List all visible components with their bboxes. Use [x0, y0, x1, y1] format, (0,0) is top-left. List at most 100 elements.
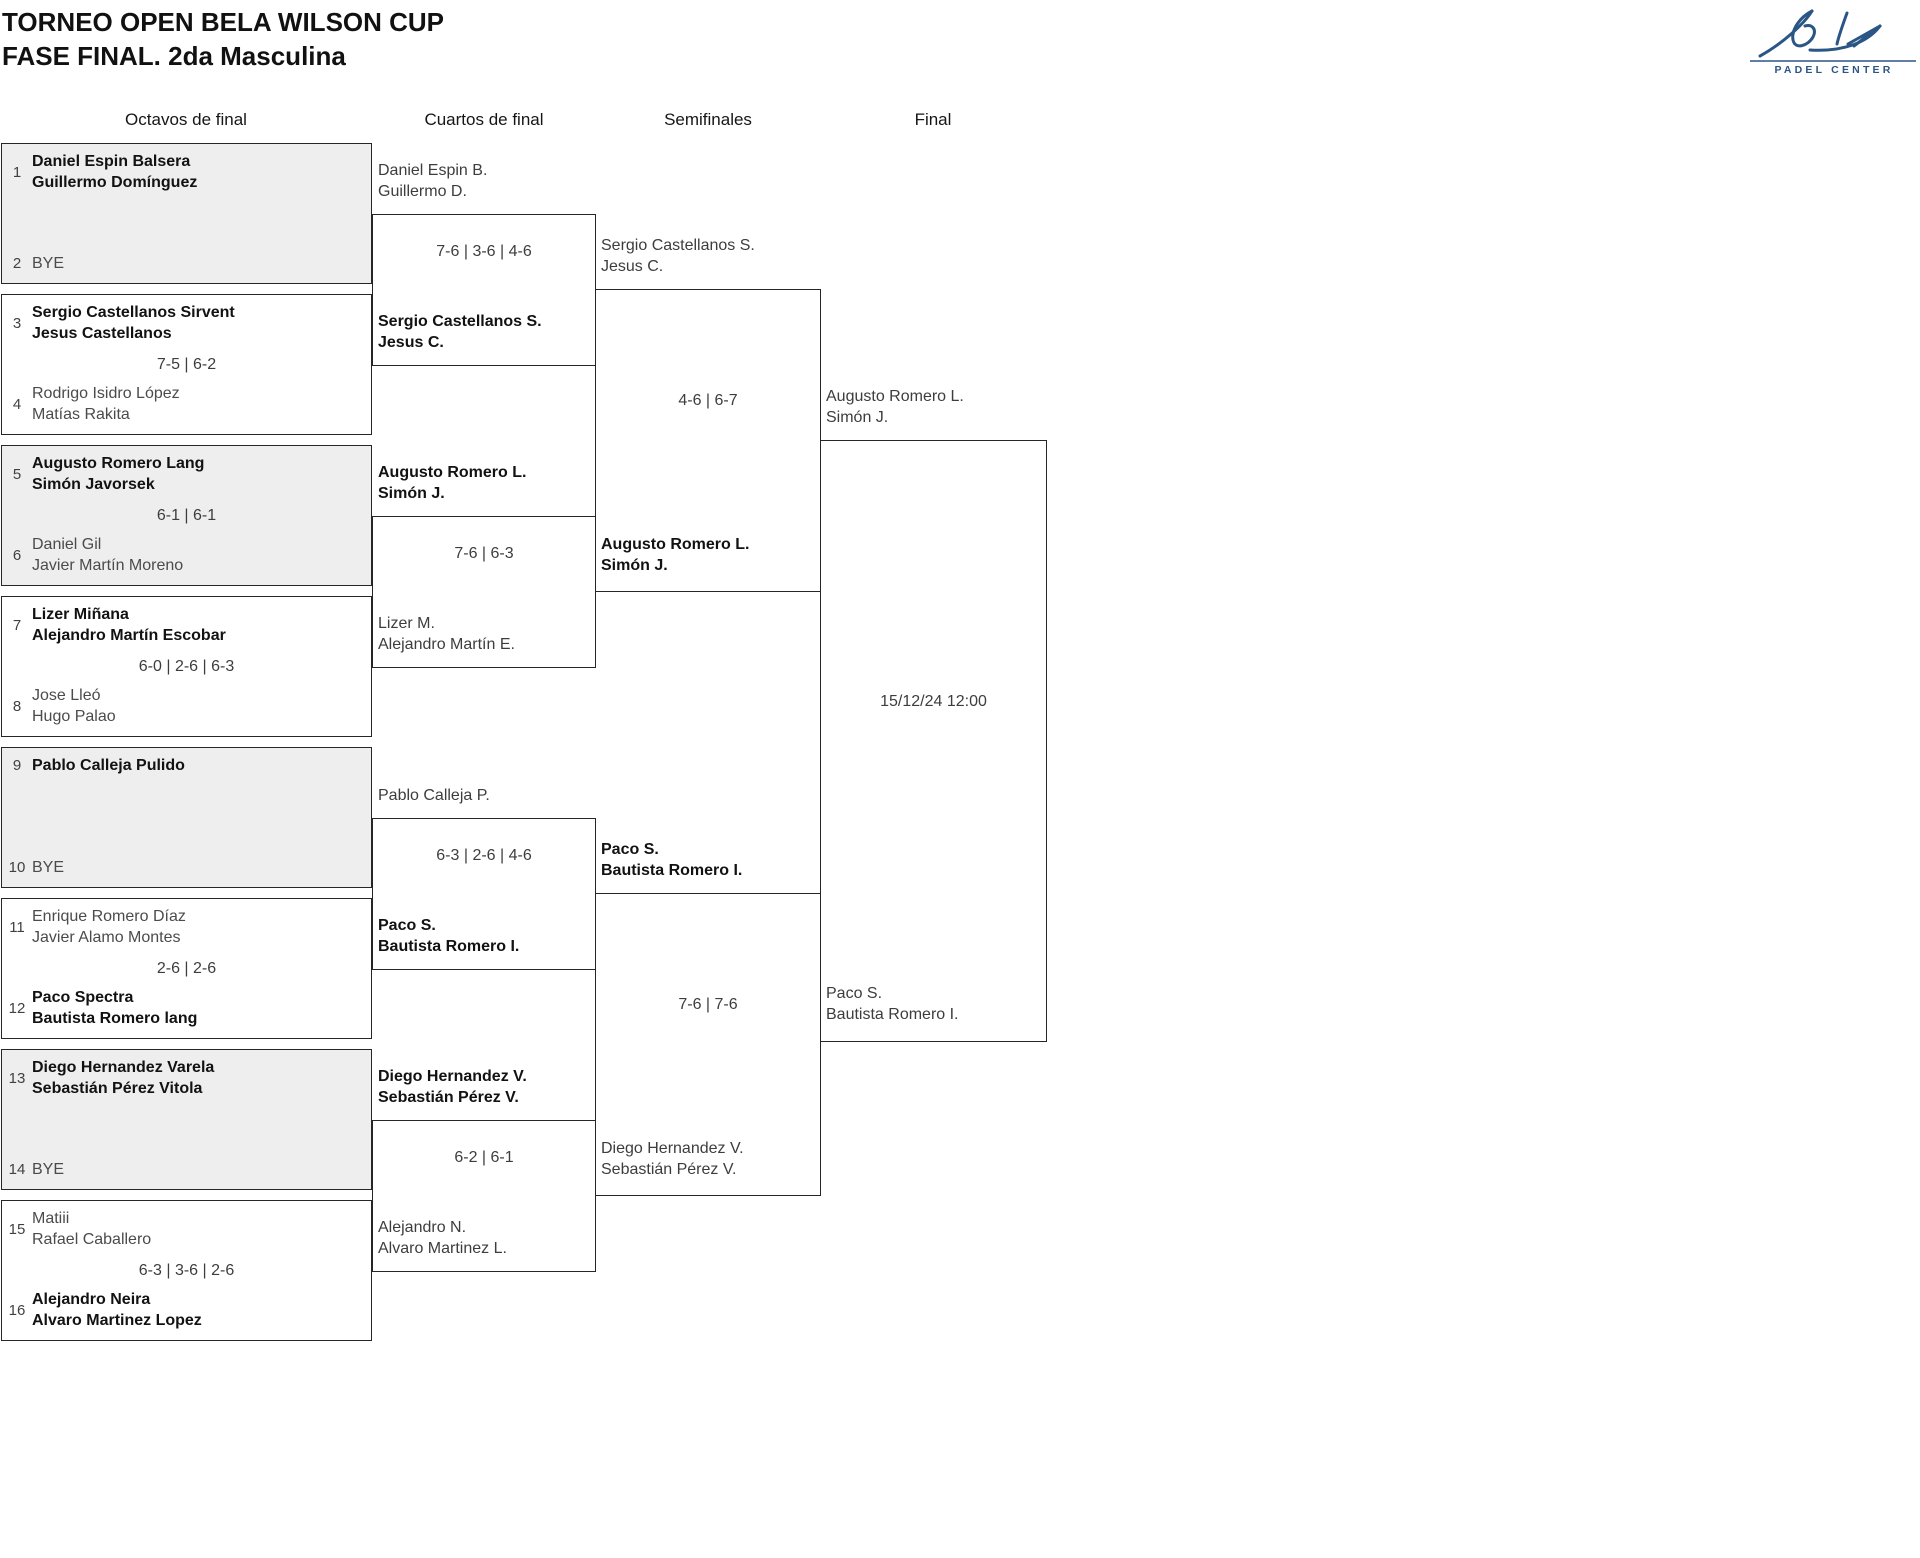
qf-match-2: Augusto Romero L.Simón J. 7-6 | 6-3 Lize… [372, 464, 596, 668]
round-header-cuartos: Cuartos de final [424, 110, 544, 129]
r16-match-5: 9 Pablo Calleja Pulido 10 BYE [1, 747, 372, 888]
match-score: 6-2 | 6-1 [454, 1149, 514, 1166]
seed-number: 7 [12, 616, 22, 634]
round-header-final: Final [914, 110, 952, 129]
player-name: BYE [32, 255, 65, 272]
player-name: Paco Spectra [32, 989, 134, 1006]
player-name: Augusto Romero Lang [32, 455, 205, 472]
player-name: Alvaro Martinez Lopez [32, 1312, 202, 1329]
seed-number: 3 [12, 314, 22, 332]
bela-signature-icon [1758, 9, 1882, 58]
team-label: Diego Hernandez V.Sebastián Pérez V. [601, 1140, 744, 1178]
seed-number: 5 [12, 465, 22, 483]
round-header-semifinales: Semifinales [664, 110, 752, 129]
player-name: Diego Hernandez Varela [32, 1059, 215, 1076]
match-score: 7-6 | 7-6 [678, 996, 738, 1013]
seed-number: 14 [8, 1161, 26, 1178]
player-name: Rafael Caballero [32, 1231, 152, 1248]
player-name: Jesus Castellanos [32, 325, 172, 342]
qf-match-3: Pablo Calleja P. 6-3 | 2-6 | 4-6 Paco S.… [372, 787, 596, 970]
team-entry: 9 Pablo Calleja Pulido [6, 755, 365, 776]
match-score: 6-3 | 3-6 | 2-6 [138, 1261, 235, 1279]
team-label: Augusto Romero L.Simón J. [826, 388, 964, 426]
qf-match-4: Diego Hernandez V.Sebastián Pérez V. 6-2… [372, 1068, 596, 1272]
team-label: Sergio Castellanos S.Jesus C. [378, 313, 542, 351]
player-name: Alejandro Martín Escobar [32, 627, 226, 644]
player-name: Enrique Romero Díaz [32, 908, 186, 925]
player-name: Jose Lleó [32, 687, 101, 704]
player-name: Simón Javorsek [32, 476, 155, 493]
player-name: Alejandro Neira [32, 1291, 151, 1308]
sf-match-2: Paco S.Bautista Romero I. 7-6 | 7-6 Dieg… [595, 841, 821, 1196]
sf-match-1: Sergio Castellanos S.Jesus C. 4-6 | 6-7 … [595, 237, 821, 592]
match-score: 6-3 | 2-6 | 4-6 [436, 847, 532, 864]
team-entry: 14 BYE [6, 1159, 365, 1180]
seed-number: 6 [12, 546, 22, 564]
match-score: 2-6 | 2-6 [156, 959, 217, 977]
player-name: Lizer Miñana [32, 606, 129, 623]
player-name: Pablo Calleja Pulido [32, 757, 185, 774]
seed-number: 16 [8, 1301, 26, 1319]
match-score: 7-6 | 3-6 | 4-6 [436, 243, 532, 260]
match-score: 4-6 | 6-7 [678, 392, 738, 409]
match-score: 6-0 | 2-6 | 6-3 [138, 657, 235, 675]
team-label: Augusto Romero L.Simón J. [378, 464, 527, 502]
team-label: Paco S.Bautista Romero I. [378, 917, 520, 955]
bela-padel-center-logo: PADEL CENTER [1750, 9, 1916, 76]
player-name: BYE [32, 1161, 65, 1178]
seed-number: 8 [12, 697, 22, 715]
tournament-title: TORNEO OPEN BELA WILSON CUP [2, 7, 445, 37]
seed-number: 13 [8, 1069, 26, 1087]
team-label: Paco S.Bautista Romero I. [601, 841, 743, 879]
seed-number: 10 [8, 859, 26, 876]
player-name: BYE [32, 859, 65, 876]
team-label: Paco S.Bautista Romero I. [826, 985, 959, 1023]
seed-number: 15 [8, 1220, 26, 1238]
padel-center-label: PADEL CENTER [1774, 64, 1893, 76]
team-label: Alejandro N.Alvaro Martinez L. [378, 1219, 507, 1257]
player-name: Rodrigo Isidro López [32, 385, 180, 402]
team-label: Daniel Espin B.Guillermo D. [378, 162, 488, 200]
match-score: 7-5 | 6-2 [156, 355, 217, 373]
seed-number: 2 [12, 255, 22, 272]
seed-number: 11 [9, 918, 25, 936]
player-name: Matías Rakita [32, 406, 130, 423]
player-name: Bautista Romero lang [32, 1010, 198, 1027]
player-name: Sergio Castellanos Sirvent [32, 304, 235, 321]
player-name: Javier Alamo Montes [32, 929, 181, 946]
seed-number: 1 [12, 163, 22, 181]
player-name: Guillermo Domínguez [32, 174, 198, 191]
final-match: Augusto Romero L.Simón J. 15/12/24 12:00… [820, 388, 1047, 1042]
team-entry: 10 BYE [6, 857, 365, 878]
team-label: Pablo Calleja P. [378, 787, 490, 804]
player-name: Sebastián Pérez Vitola [32, 1080, 203, 1097]
page-title: TORNEO OPEN BELA WILSON CUP FASE FINAL. … [2, 5, 444, 73]
player-name: Javier Martín Moreno [32, 557, 184, 574]
player-name: Hugo Palao [32, 708, 116, 725]
player-name: Daniel Gil [32, 536, 102, 553]
seed-number: 9 [12, 757, 22, 774]
match-score: 7-6 | 6-3 [454, 545, 514, 562]
team-label: Lizer M.Alejandro Martín E. [378, 615, 515, 653]
match-schedule: 15/12/24 12:00 [880, 693, 987, 710]
